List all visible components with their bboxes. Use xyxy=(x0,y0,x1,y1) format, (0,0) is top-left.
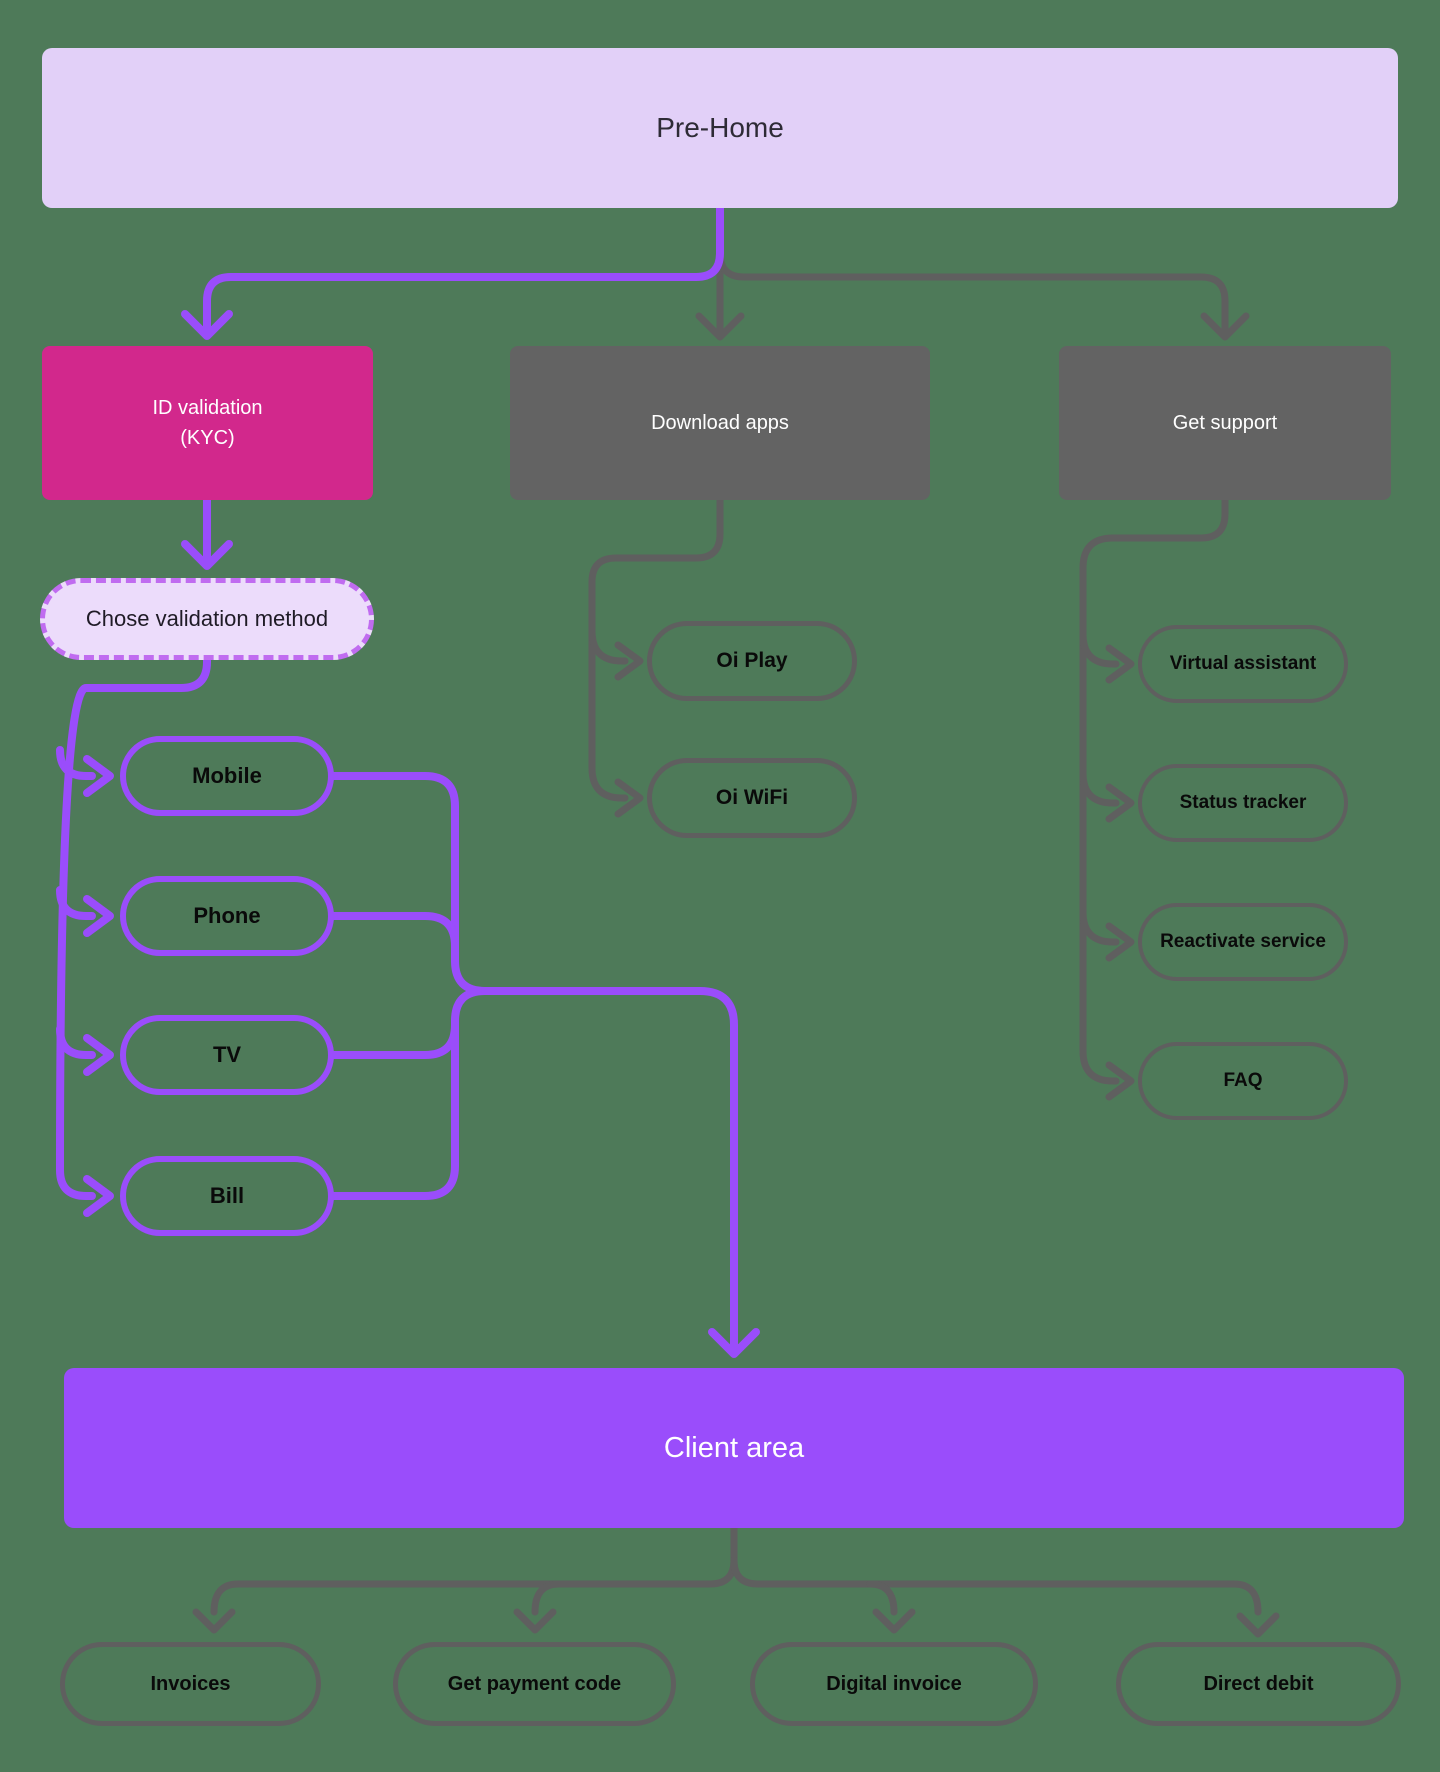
arrowhead-invoices xyxy=(192,1608,236,1634)
trunk-downloadapps xyxy=(588,496,724,802)
node-download-apps: Download apps xyxy=(510,346,930,500)
action-get-payment-code-label: Get payment code xyxy=(447,1672,622,1695)
trunk-getsupport xyxy=(1079,496,1229,1085)
arrowhead-bill xyxy=(83,1175,114,1217)
support-faq-label: FAQ xyxy=(1223,1070,1263,1091)
arrowhead-oiplay xyxy=(614,641,644,681)
trunk-validation-methods xyxy=(56,656,211,1200)
arrowhead-oiwifi xyxy=(614,778,644,818)
branch-phone xyxy=(56,886,96,920)
node-method-mobile: Mobile xyxy=(120,736,334,816)
arrowhead-kyc xyxy=(181,310,233,340)
node-app-oi-wifi: Oi WiFi xyxy=(647,758,857,838)
branch-reactivate-service xyxy=(1079,908,1120,946)
branch-oiplay xyxy=(588,627,629,665)
node-support-status-tracker: Status tracker xyxy=(1138,764,1348,842)
node-id-validation-kyc: ID validation (KYC) xyxy=(42,346,373,500)
arrow-prehome-to-getsupport xyxy=(716,204,1229,334)
arrowhead-virtual-assistant xyxy=(1105,644,1135,684)
action-direct-debit-label: Direct debit xyxy=(1203,1672,1314,1695)
arrowhead-method xyxy=(181,540,233,570)
support-virtual-assistant-label: Virtual assistant xyxy=(1169,653,1317,674)
support-status-tracker-label: Status tracker xyxy=(1179,792,1307,813)
node-pre-home: Pre-Home xyxy=(42,48,1398,208)
arrowhead-faq xyxy=(1105,1061,1135,1101)
method-mobile-label: Mobile xyxy=(192,763,262,788)
branch-mobile xyxy=(56,746,96,780)
node-client-area: Client area xyxy=(64,1368,1404,1528)
method-phone-label: Phone xyxy=(193,903,261,928)
node-method-bill: Bill xyxy=(120,1156,334,1236)
branch-tv xyxy=(56,1025,96,1059)
method-bill-label: Bill xyxy=(209,1183,245,1208)
branch-virtual-assistant xyxy=(1079,630,1120,668)
node-method-tv: TV xyxy=(120,1015,334,1095)
arrowhead-mobile xyxy=(83,755,114,797)
merge-bill xyxy=(330,987,489,1200)
method-tv-label: TV xyxy=(212,1042,242,1067)
merge-tv xyxy=(330,1017,459,1059)
pre-home-label: Pre-Home xyxy=(656,112,784,143)
node-chose-validation-method: Chose validation method xyxy=(40,578,374,660)
arrow-methods-to-client-area xyxy=(481,987,738,1352)
id-validation-label-line2: (KYC) xyxy=(180,427,235,449)
arrowhead-get-payment-code xyxy=(513,1608,557,1634)
chose-validation-method-label: Chose validation method xyxy=(85,606,329,631)
node-support-virtual-assistant: Virtual assistant xyxy=(1138,625,1348,703)
arrowhead-client-area xyxy=(708,1328,760,1358)
support-reactivate-service-label: Reactivate service xyxy=(1160,931,1326,952)
node-support-reactivate-service: Reactivate service xyxy=(1138,903,1348,981)
arrowhead-phone xyxy=(83,895,114,937)
arrowhead-direct-debit xyxy=(1236,1612,1280,1638)
action-invoices-label: Invoices xyxy=(150,1672,231,1695)
action-digital-invoice-label: Digital invoice xyxy=(826,1672,962,1695)
id-validation-label-line1: ID validation xyxy=(152,397,263,419)
arrowhead-getsupport xyxy=(1200,312,1250,341)
arrowhead-reactivate-service xyxy=(1105,922,1135,962)
app-oi-wifi-label: Oi WiFi xyxy=(715,786,789,809)
node-action-invoices: Invoices xyxy=(60,1642,321,1726)
arrowhead-status-tracker xyxy=(1105,783,1135,823)
node-app-oi-play: Oi Play xyxy=(647,621,857,701)
download-apps-label: Download apps xyxy=(651,412,789,434)
node-action-direct-debit: Direct debit xyxy=(1116,1642,1401,1726)
node-method-phone: Phone xyxy=(120,876,334,956)
arrow-prehome-to-kyc xyxy=(203,204,724,334)
merge-phone xyxy=(330,912,459,965)
arrowhead-digital-invoice xyxy=(872,1608,916,1634)
app-oi-play-label: Oi Play xyxy=(716,649,788,672)
node-get-support: Get support xyxy=(1059,346,1391,500)
get-support-label: Get support xyxy=(1172,412,1278,434)
node-action-get-payment-code: Get payment code xyxy=(393,1642,676,1726)
distributor-client-area-right xyxy=(730,1556,1262,1616)
node-action-digital-invoice: Digital invoice xyxy=(750,1642,1038,1726)
client-area-label: Client area xyxy=(663,1431,805,1464)
node-support-faq: FAQ xyxy=(1138,1042,1348,1120)
arrowhead-tv xyxy=(83,1034,114,1076)
merge-mobile xyxy=(330,772,489,995)
drop-digital-invoice xyxy=(866,1580,898,1616)
distributor-client-area xyxy=(210,1524,738,1616)
branch-status-tracker xyxy=(1079,769,1120,807)
drop-get-payment-code xyxy=(531,1580,563,1616)
arrowhead-downloadapps xyxy=(695,312,745,341)
